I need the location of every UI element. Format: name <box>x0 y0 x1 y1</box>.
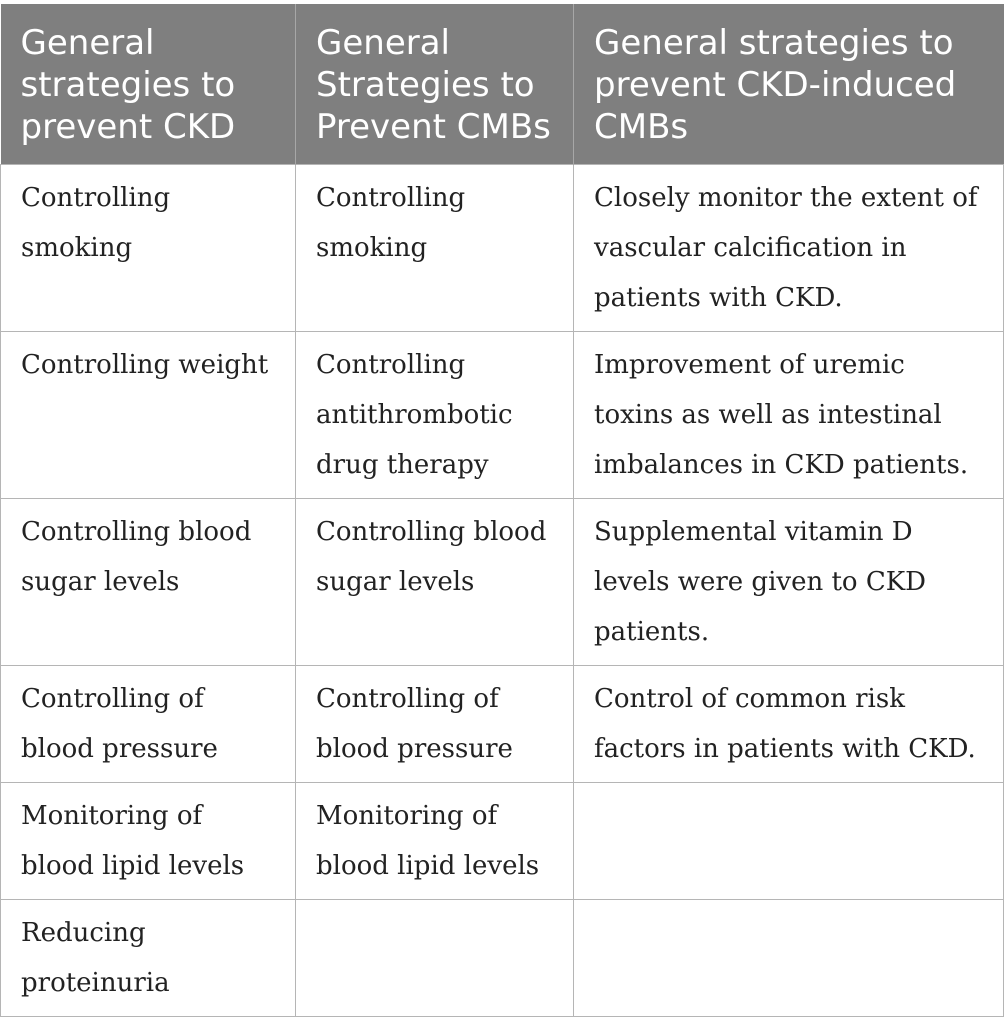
column-header-ckd-induced-cmbs: General strategies to prevent CKD-induce… <box>573 4 1004 164</box>
table-cell-cmbs: Controlling antithrombotic drug therapy <box>295 330 574 499</box>
strategies-table-container: General strategies to prevent CKD Genera… <box>0 4 1004 1017</box>
table-body: Controlling smoking Controlling smoking … <box>0 163 1004 1017</box>
column-header-ckd: General strategies to prevent CKD <box>0 4 296 164</box>
table-cell-cmbs: Controlling smoking <box>295 163 574 332</box>
strategies-table: General strategies to prevent CKD Genera… <box>0 4 1004 1017</box>
table-row: Controlling weight Controlling antithrom… <box>0 330 1004 499</box>
table-cell-cmbs: Controlling blood sugar levels <box>295 497 574 666</box>
table-row: Controlling of blood pressure Controllin… <box>0 664 1004 783</box>
column-header-cmbs: General Strategies to Prevent CMBs <box>295 4 574 164</box>
table-cell-ckd: Controlling of blood pressure <box>0 664 296 783</box>
table-cell-cmbs: Controlling of blood pressure <box>295 664 574 783</box>
table-cell-ckd: Monitoring of blood lipid levels <box>0 781 296 900</box>
table-row: Monitoring of blood lipid levels Monitor… <box>0 781 1004 900</box>
table-row: Controlling blood sugar levels Controlli… <box>0 497 1004 666</box>
table-row: Reducing proteinuria <box>0 898 1004 1017</box>
table-cell-ckd: Controlling blood sugar levels <box>0 497 296 666</box>
table-cell-cmbs: Monitoring of blood lipid levels <box>295 781 574 900</box>
header-row: General strategies to prevent CKD Genera… <box>0 4 1004 164</box>
table-cell-ckd-induced-cmbs: Improvement of uremic toxins as well as … <box>573 330 1004 499</box>
table-cell-ckd-induced-cmbs: Closely monitor the extent of vascular c… <box>573 163 1004 332</box>
table-cell-ckd: Reducing proteinuria <box>0 898 296 1017</box>
table-row: Controlling smoking Controlling smoking … <box>0 163 1004 332</box>
table-cell-cmbs <box>295 898 574 1017</box>
table-cell-ckd-induced-cmbs: Supplemental vitamin D levels were given… <box>573 497 1004 666</box>
table-cell-ckd: Controlling smoking <box>0 163 296 332</box>
table-header: General strategies to prevent CKD Genera… <box>0 4 1004 164</box>
table-cell-ckd-induced-cmbs: Control of common risk factors in patien… <box>573 664 1004 783</box>
table-cell-ckd: Controlling weight <box>0 330 296 499</box>
table-cell-ckd-induced-cmbs <box>573 898 1004 1017</box>
table-cell-ckd-induced-cmbs <box>573 781 1004 900</box>
